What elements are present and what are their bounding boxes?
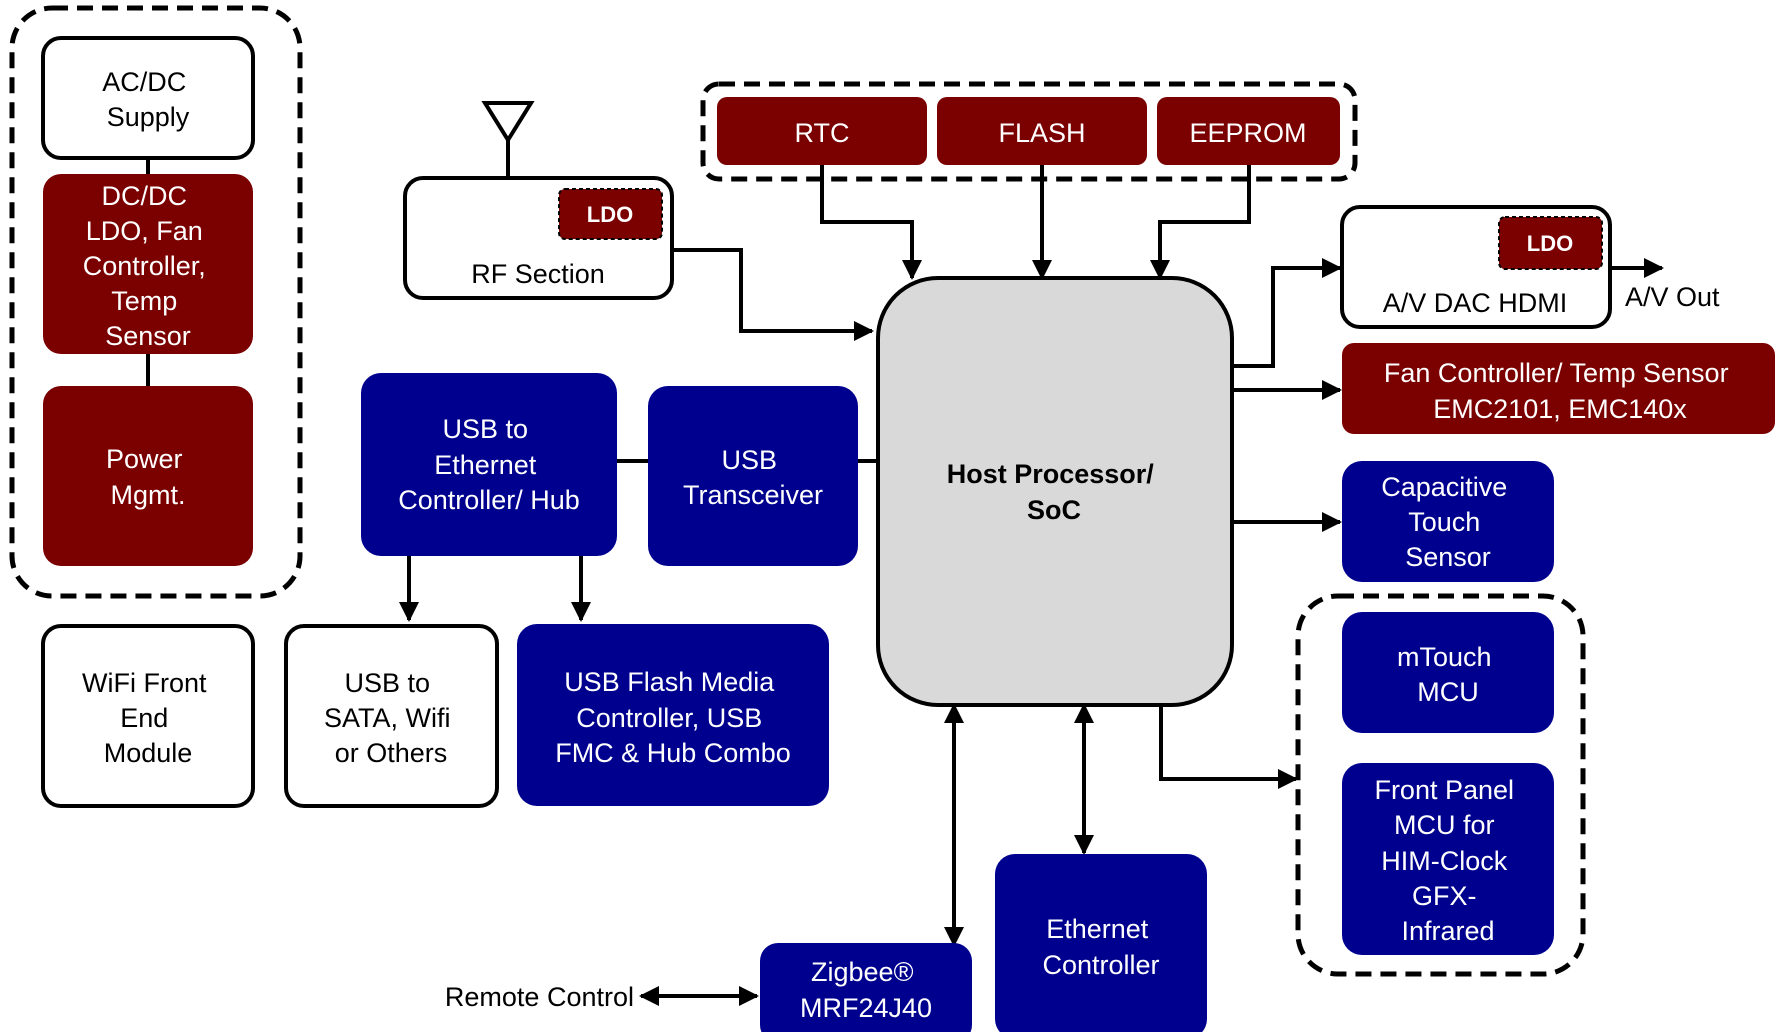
usb-sata-box xyxy=(284,624,499,808)
rf-ldo-label: LDO xyxy=(587,202,633,227)
av-ldo-label: LDO xyxy=(1527,231,1573,256)
av-out-label: A/V Out xyxy=(1625,282,1720,312)
capacitive-touch-label: Capacitive Touch Sensor xyxy=(1381,472,1515,572)
eeprom-box xyxy=(1157,97,1340,165)
host-processor-soc-label: Host Processor/ SoC xyxy=(947,459,1162,525)
ac-dc-supply-box xyxy=(41,36,255,160)
usb-ethernet-hub-box xyxy=(361,373,617,556)
ac-dc-supply-label: AC/DC Supply xyxy=(102,67,194,132)
front-panel-mcu-label: Front Panel MCU for HIM-Clock GFX- Infra… xyxy=(1374,775,1521,946)
rf-section-label: RF Section xyxy=(471,259,605,289)
dc-dc-ldo-label: DC/DC LDO, Fan Controller, Temp Sensor xyxy=(83,181,214,351)
connections xyxy=(146,140,1664,1006)
rtc-label: RTC xyxy=(794,118,849,148)
dc-dc-ldo-box xyxy=(43,174,253,354)
front-panel-mcu-box xyxy=(1342,763,1554,955)
flash-box xyxy=(937,97,1147,165)
wifi-front-end-label: WiFi Front End Module xyxy=(82,668,214,768)
antenna-icon xyxy=(481,101,535,144)
mtouch-mcu-label: mTouch MCU xyxy=(1397,642,1499,707)
wire-rf-soc xyxy=(672,248,874,341)
ethernet-controller-box xyxy=(995,854,1207,1032)
wire-eeprom-soc xyxy=(1150,165,1251,280)
capacitive-touch-box xyxy=(1342,461,1554,582)
usb-ethernet-hub-label: USB to Ethernet Controller/ Hub xyxy=(398,414,580,515)
memory-group-frame xyxy=(700,81,1358,182)
av-dac-hdmi-label: A/V DAC HDMI xyxy=(1383,288,1568,318)
usb-transceiver-label: USB Transceiver xyxy=(683,445,823,510)
av-ldo-badge xyxy=(1498,216,1603,270)
fan-temp-sensor-box xyxy=(1342,343,1775,434)
remote-control-label: Remote Control xyxy=(445,982,634,1012)
fan-temp-sensor-label: Fan Controller/ Temp Sensor EMC2101, EMC… xyxy=(1384,358,1736,424)
wire-rtc-soc xyxy=(820,165,922,280)
wire-soc-mcu-group xyxy=(1159,707,1298,789)
usb-sata-label: USB to SATA, Wifi or Others xyxy=(324,668,458,768)
host-processor-soc-box xyxy=(876,276,1234,707)
ethernet-controller-label: Ethernet Controller xyxy=(1042,914,1159,980)
usb-flash-media-label: USB Flash Media Controller, USB FMC & Hu… xyxy=(555,667,791,768)
usb-flash-media-box xyxy=(517,624,829,806)
rf-ldo-badge xyxy=(558,188,663,240)
mtouch-mcu-box xyxy=(1342,612,1554,733)
zigbee-label: Zigbee® MRF24J40 xyxy=(800,957,932,1023)
wire-soc-av xyxy=(1232,258,1342,368)
power-mgmt-box xyxy=(43,386,253,566)
power-mgmt-label: Power Mgmt. xyxy=(106,444,190,510)
mcu-group-frame xyxy=(1295,593,1586,977)
eeprom-label: EEPROM xyxy=(1189,118,1306,148)
usb-transceiver-box xyxy=(648,386,858,566)
wifi-front-end-box xyxy=(41,624,255,808)
zigbee-box xyxy=(760,943,972,1032)
rtc-box xyxy=(717,97,927,165)
flash-label: FLASH xyxy=(998,118,1085,148)
power-group-frame xyxy=(9,5,303,599)
